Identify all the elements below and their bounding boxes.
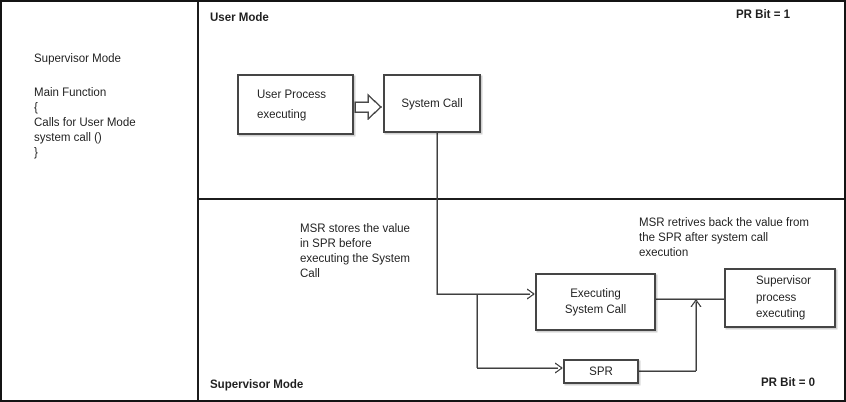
msr-stores-annotation: MSR stores the value in SPR before execu…	[300, 223, 410, 280]
spr-box: SPR	[563, 359, 639, 384]
executing-system-call-box: Executing System Call	[535, 273, 656, 331]
pr-bit-0-label: PR Bit = 0	[761, 377, 816, 389]
system-call-box: System Call	[383, 74, 481, 133]
user-process-box: User Process executing	[237, 74, 354, 135]
arrowhead-right-icon	[526, 288, 536, 300]
msr-retrieves-annotation: MSR retrives back the value from the SPR…	[639, 217, 810, 259]
pr-bit-1-label: PR Bit = 1	[736, 9, 791, 21]
connector-spr-up	[639, 302, 697, 372]
connector-branch-to-spr	[476, 294, 558, 369]
block-arrow-icon	[354, 93, 383, 121]
user-mode-region-label: User Mode	[210, 12, 269, 24]
arrowhead-right-icon	[554, 362, 564, 374]
supervisor-process-box: Supervisor process executing	[724, 268, 836, 328]
supervisor-mode-region-label: Supervisor Mode	[210, 379, 304, 391]
connector-systemcall-to-executing	[436, 133, 530, 295]
arrowhead-up-icon	[690, 298, 702, 308]
left-panel-code-block: Main Function { Calls for User Mode syst…	[34, 87, 136, 159]
left-panel-mode-label: Supervisor Mode	[34, 53, 121, 65]
